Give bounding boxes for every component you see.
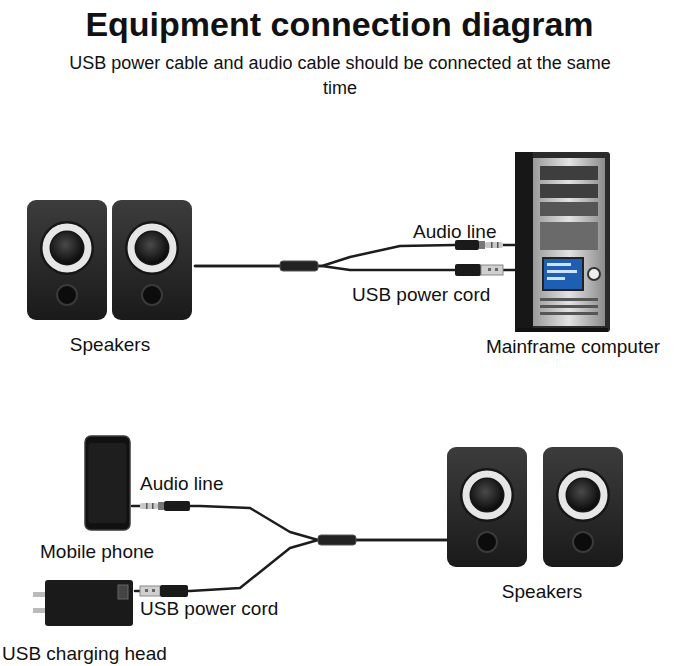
vent-slot bbox=[540, 298, 598, 301]
plug-prong bbox=[33, 608, 47, 613]
speaker-pair: Speakers bbox=[25, 198, 195, 322]
usb-plug bbox=[455, 264, 503, 276]
phone-body bbox=[85, 436, 130, 530]
lcd-line bbox=[547, 263, 571, 266]
cable-label: Audio line bbox=[140, 472, 223, 495]
charger-node: USB charging head bbox=[33, 578, 135, 628]
node-caption: Mobile phone bbox=[40, 540, 190, 563]
tower-front bbox=[533, 158, 605, 326]
audio-jack bbox=[140, 501, 190, 511]
front-panel bbox=[540, 222, 598, 250]
jack-ring bbox=[497, 242, 499, 248]
usb-port bbox=[118, 585, 128, 599]
diagram-title: Equipment connection diagram bbox=[0, 4, 679, 44]
drive-bay bbox=[540, 184, 598, 198]
jack-collar bbox=[158, 502, 164, 510]
jack-collar bbox=[479, 241, 485, 249]
jack-ring bbox=[491, 242, 493, 248]
usb-body bbox=[160, 585, 188, 597]
charger-body bbox=[45, 580, 133, 626]
computer-node: Mainframe computer bbox=[515, 152, 610, 332]
jack-body bbox=[164, 501, 190, 511]
mobile-phone-illustration bbox=[85, 436, 130, 530]
usb-slot bbox=[495, 268, 498, 271]
note-text: USB power cable and audio cable should b… bbox=[60, 51, 620, 101]
usb-metal bbox=[140, 586, 160, 596]
phone-screen bbox=[89, 443, 127, 523]
jack-ring bbox=[146, 503, 148, 509]
speaker-illustration bbox=[447, 447, 527, 567]
node-caption: Mainframe computer bbox=[467, 335, 679, 358]
cable-label: USB power cord bbox=[140, 597, 278, 620]
computer-tower bbox=[515, 152, 610, 332]
usb-slot bbox=[145, 589, 148, 592]
tower-body bbox=[515, 152, 610, 332]
charger-illustration bbox=[33, 580, 133, 626]
tower-foot bbox=[517, 328, 608, 332]
usb-plug bbox=[140, 585, 188, 597]
speaker-illustration bbox=[543, 447, 623, 567]
cable-line bbox=[135, 540, 447, 591]
jack-tip bbox=[140, 503, 158, 509]
usb-slot bbox=[152, 589, 155, 592]
node-caption: Speakers bbox=[447, 580, 637, 603]
cable-label: USB power cord bbox=[352, 283, 490, 306]
vent-slot bbox=[540, 312, 598, 315]
node-caption: Speakers bbox=[15, 333, 205, 356]
speaker-pair: Speakers bbox=[447, 446, 625, 570]
usb-slot bbox=[488, 268, 491, 271]
drive-bay bbox=[540, 166, 598, 180]
plug-prong bbox=[33, 592, 47, 597]
jack-tip bbox=[485, 242, 503, 248]
cable-line bbox=[132, 506, 447, 540]
lcd-screen bbox=[543, 258, 583, 290]
usb-body bbox=[455, 264, 481, 276]
phone-node: Mobile phone bbox=[85, 436, 132, 530]
usb-metal bbox=[481, 265, 503, 275]
node-caption: USB charging head bbox=[2, 642, 192, 665]
vent-slot bbox=[540, 305, 598, 308]
power-button bbox=[588, 268, 600, 280]
cable-label: Audio line bbox=[413, 220, 496, 243]
lcd-line bbox=[547, 277, 565, 280]
lcd-line bbox=[547, 270, 577, 273]
inline-control bbox=[318, 535, 356, 545]
speaker-illustration bbox=[112, 200, 192, 320]
jack-ring bbox=[152, 503, 154, 509]
inline-control bbox=[280, 261, 318, 271]
tower-side bbox=[515, 152, 533, 332]
speaker-illustration bbox=[27, 200, 107, 320]
drive-bay bbox=[540, 202, 598, 216]
